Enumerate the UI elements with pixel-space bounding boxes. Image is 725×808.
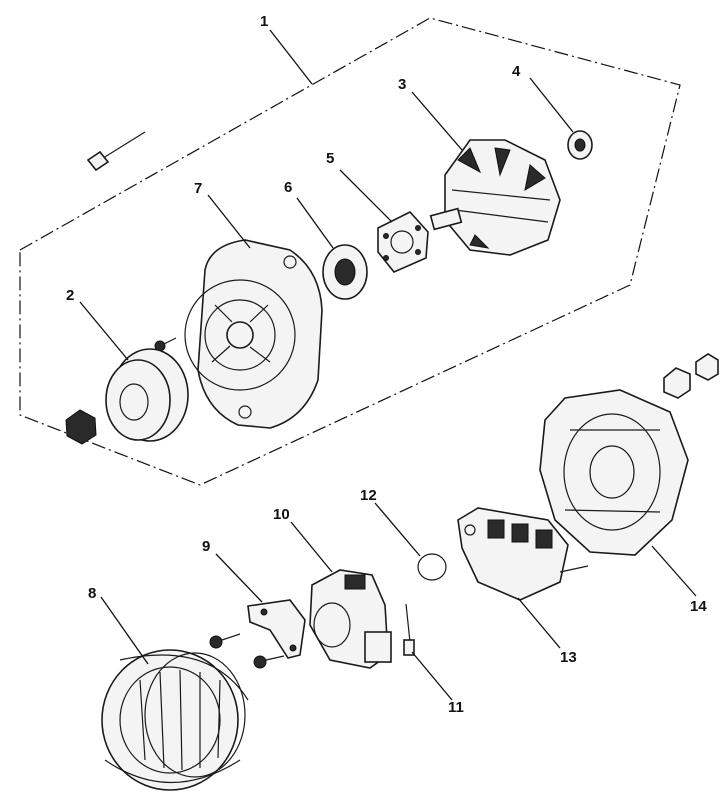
subassembly-frame: [19, 17, 681, 486]
callout-9: 9: [202, 538, 210, 555]
callout-14: 14: [690, 598, 707, 615]
callout-3: 3: [398, 76, 406, 93]
front-bearing: [322, 244, 368, 300]
callout-10: 10: [273, 506, 290, 523]
brush-screw: [403, 603, 415, 656]
bearing-retainer-plate: [377, 211, 429, 273]
callout-8: 8: [88, 585, 96, 602]
callout-7: 7: [194, 180, 202, 197]
callout-13: 13: [560, 649, 577, 666]
callout-6: 6: [284, 179, 292, 196]
rear-bearing: [567, 130, 593, 160]
regulator-brush-holder: [309, 569, 392, 669]
leader-lines: [79, 29, 697, 701]
front-bracket: [184, 239, 323, 429]
stator: [101, 649, 249, 791]
terminal-nuts: [663, 353, 719, 399]
callout-4: 4: [512, 63, 521, 80]
mounting-plate: [247, 599, 306, 659]
callout-11: 11: [448, 699, 464, 716]
rotor: [429, 139, 561, 256]
rear-bracket: [539, 389, 689, 556]
callout-1: 1: [260, 13, 268, 30]
through-bolt: [86, 131, 146, 172]
bracket-screw: [154, 337, 177, 352]
pulley: [105, 348, 189, 442]
plate-screws: [209, 633, 285, 669]
callout-5: 5: [326, 150, 334, 167]
callout-12: 12: [360, 487, 377, 504]
rectifier: [457, 507, 589, 601]
pulley-nut: [65, 409, 97, 445]
callout-2: 2: [66, 287, 74, 304]
seal-ring: [417, 553, 447, 581]
callouts: 1 2 3 4 5 6 7 8 9 10 11 12 13 14: [66, 13, 707, 716]
